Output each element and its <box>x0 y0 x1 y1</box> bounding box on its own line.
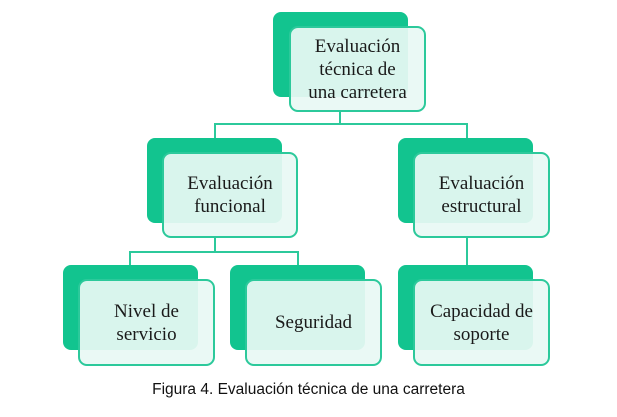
connector <box>466 236 468 266</box>
structural-node-label: Evaluación estructural <box>438 173 525 217</box>
connector <box>129 251 131 266</box>
root-node-label: Evaluación técnica de una carretera <box>308 35 407 103</box>
connector <box>466 123 468 139</box>
structural-node: Evaluación estructural <box>413 152 550 238</box>
connector <box>339 110 341 125</box>
service-level-node-label: Nivel de servicio <box>114 300 179 345</box>
connector <box>297 251 299 266</box>
safety-node-label: Seguridad <box>274 312 353 333</box>
connector <box>214 123 216 139</box>
functional-node-label: Evaluación funcional <box>187 173 273 217</box>
support-capacity-node: Capacidad de soporte <box>413 279 550 366</box>
connector <box>214 123 468 125</box>
safety-node: Seguridad <box>245 279 382 366</box>
root-node: Evaluación técnica de una carretera <box>289 26 426 112</box>
support-capacity-node-label: Capacidad de soporte <box>430 300 533 345</box>
connector <box>214 236 216 252</box>
service-level-node: Nivel de servicio <box>78 279 215 366</box>
figure-caption: Figura 4. Evaluación técnica de una carr… <box>152 381 465 398</box>
connector <box>129 251 299 253</box>
functional-node: Evaluación funcional <box>162 152 298 238</box>
